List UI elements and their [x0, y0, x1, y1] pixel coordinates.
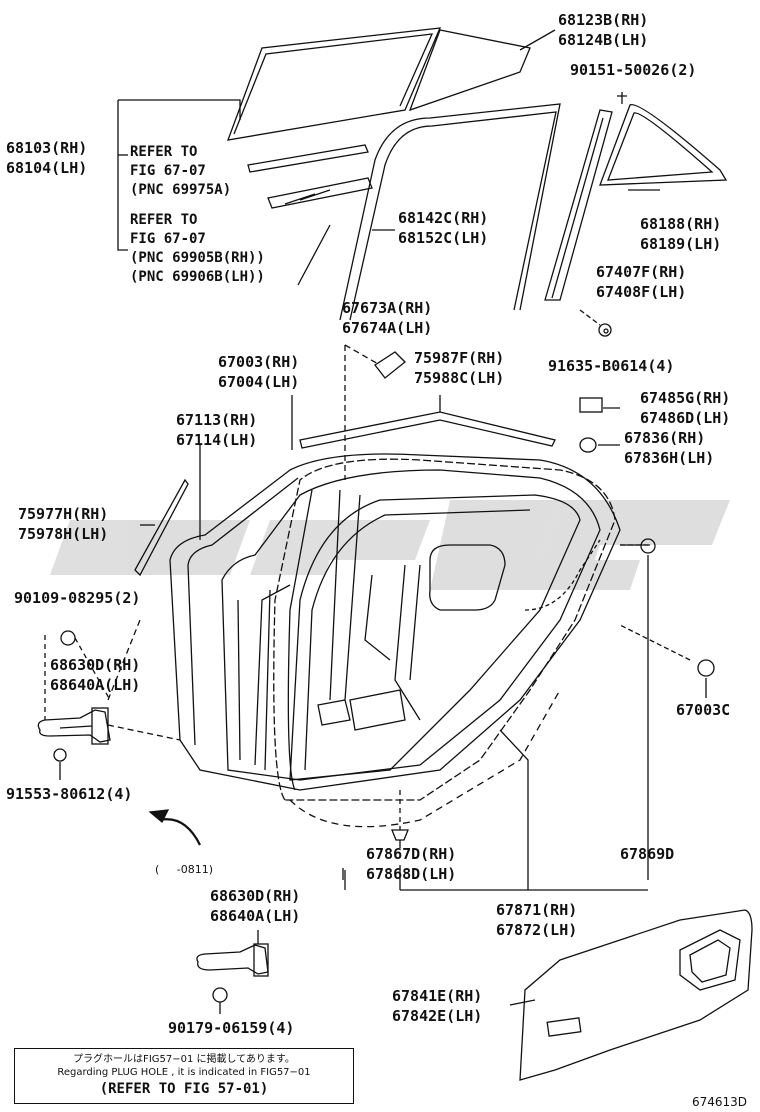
- label-90179: 90179-06159(4): [168, 1019, 295, 1037]
- label-67486d: 67486D(LH): [640, 409, 731, 427]
- ref2-line4: (PNC 69906B(LH)): [130, 269, 265, 285]
- glass-run-channel: [339, 103, 561, 321]
- label-68104: 68104(LH): [6, 159, 88, 177]
- label-67836h: 67836H(LH): [624, 449, 715, 467]
- label-67485g: 67485G(RH): [640, 389, 731, 407]
- label-68124b: 68124B(LH): [558, 31, 649, 49]
- label-67113: 67113(RH): [176, 411, 258, 429]
- label-75977h: 75977H(RH): [18, 505, 109, 523]
- door-trim-panel: [519, 909, 753, 1081]
- figure-number: 674613D: [692, 1095, 748, 1109]
- label-75978h: 75978H(LH): [18, 525, 109, 543]
- label-68152c: 68152C(LH): [398, 229, 489, 247]
- label-68123b: 68123B(RH): [558, 11, 649, 29]
- label-67003: 67003(RH): [218, 353, 300, 371]
- label-date-range: ( -0811): [155, 863, 214, 876]
- label-68142c: 68142C(RH): [398, 209, 489, 227]
- note-japanese: プラグホールはFIG57−01 に掲載してあります。: [73, 1054, 295, 1065]
- quarter-window-glass: [599, 104, 728, 186]
- label-67867d: 67867D(RH): [366, 845, 457, 863]
- label-67003c: 67003C: [676, 701, 731, 719]
- label-67872: 67872(LH): [496, 921, 578, 939]
- label-75988c: 75988C(LH): [414, 369, 505, 387]
- label-67114: 67114(LH): [176, 431, 258, 449]
- label-67836: 67836(RH): [624, 429, 706, 447]
- label-67868d: 67868D(LH): [366, 865, 457, 883]
- label-67407f: 67407F(RH): [596, 263, 687, 281]
- label-90109: 90109-08295(2): [14, 589, 141, 607]
- rear-door-glass: [227, 27, 442, 141]
- ref2-line2: FIG 67-07: [130, 231, 206, 247]
- label-67841e: 67841E(RH): [392, 987, 483, 1005]
- plug-hole-note: プラグホールはFIG57−01 に掲載してあります。 Regarding PLU…: [14, 1048, 354, 1104]
- label-67871: 67871(RH): [496, 901, 578, 919]
- label-68188: 68188(RH): [640, 215, 722, 233]
- label-68640a-lower: 68640A(LH): [210, 907, 301, 925]
- ref2-line3: (PNC 69905B(RH)): [130, 250, 265, 266]
- label-68103: 68103(RH): [6, 139, 88, 157]
- label-67674a: 67674A(LH): [342, 319, 433, 337]
- ref1-line2: FIG 67-07: [130, 163, 206, 179]
- label-67673a: 67673A(RH): [342, 299, 433, 317]
- label-91635: 91635-B0614(4): [548, 357, 675, 375]
- label-67408f: 67408F(LH): [596, 283, 687, 301]
- rear-door-panel: [169, 453, 621, 791]
- quarter-glass-top: [408, 29, 531, 112]
- label-68630d-lower: 68630D(RH): [210, 887, 301, 905]
- ref2-line1: REFER TO: [130, 212, 198, 228]
- label-75987f: 75987F(RH): [414, 349, 505, 367]
- label-67004: 67004(LH): [218, 373, 300, 391]
- label-67869d: 67869D: [620, 845, 675, 863]
- label-67842e: 67842E(LH): [392, 1007, 483, 1025]
- note-refer: (REFER TO FIG 57-01): [99, 1081, 269, 1097]
- label-68640a-upper: 68640A(LH): [50, 676, 141, 694]
- note-english: Regarding PLUG HOLE , it is indicated in…: [57, 1067, 311, 1078]
- ref1-line1: REFER TO: [130, 144, 198, 160]
- label-68630d-upper: 68630D(RH): [50, 656, 141, 674]
- label-90151: 90151-50026(2): [570, 61, 697, 79]
- watermark-logo: [50, 500, 730, 590]
- ref1-line3: (PNC 69975A): [130, 182, 232, 198]
- label-91553: 91553-80612(4): [6, 785, 133, 803]
- label-68189: 68189(LH): [640, 235, 722, 253]
